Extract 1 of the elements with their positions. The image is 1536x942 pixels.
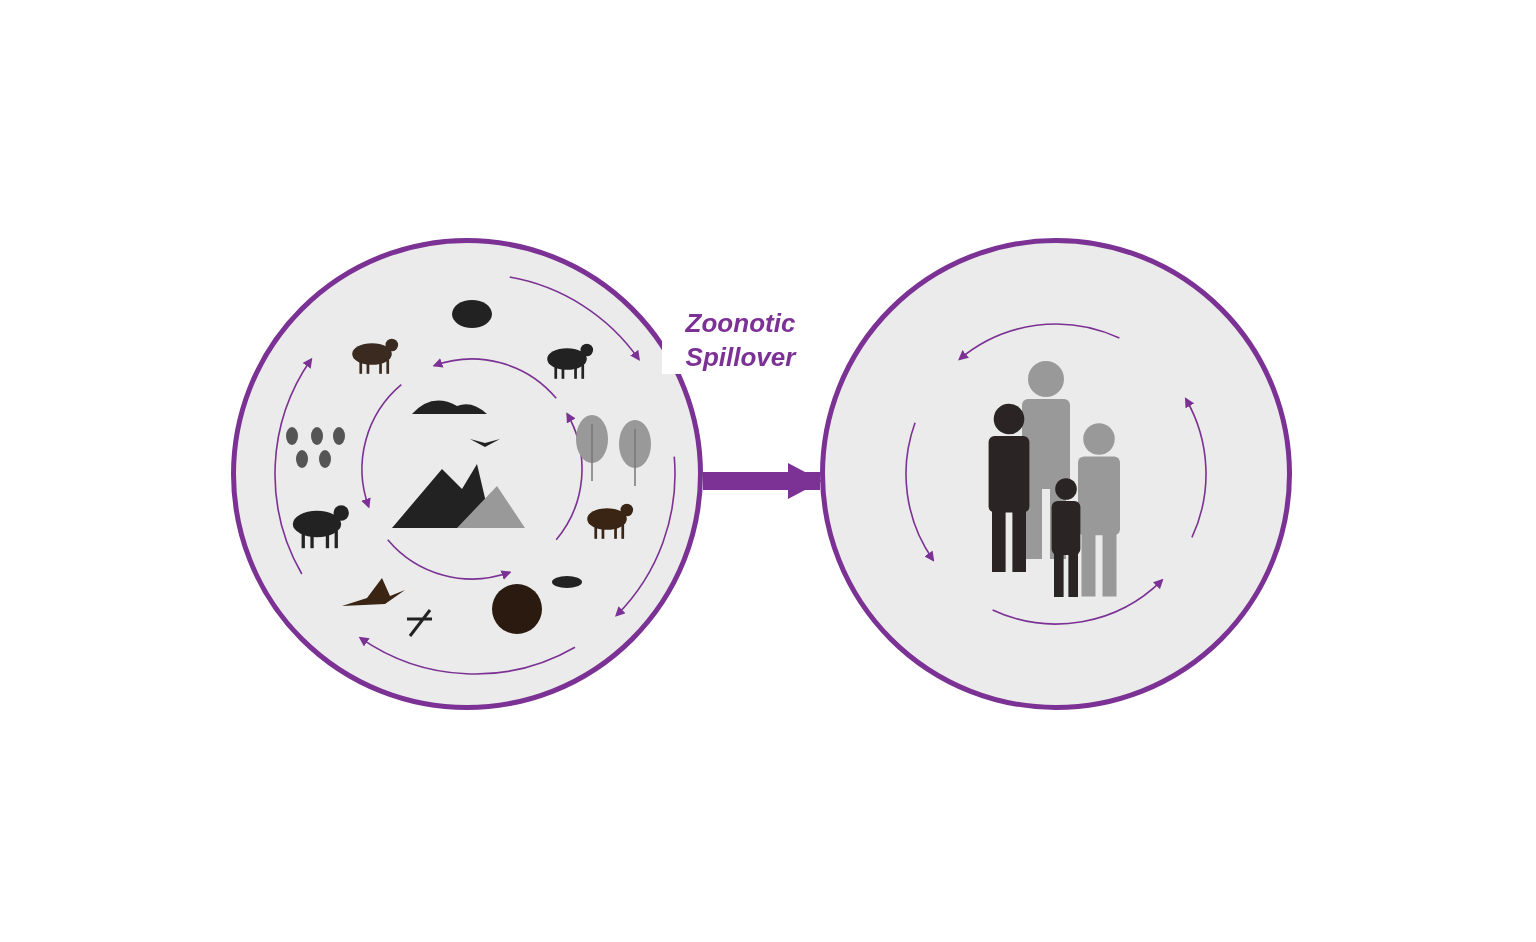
spillover-arrow bbox=[703, 463, 822, 499]
